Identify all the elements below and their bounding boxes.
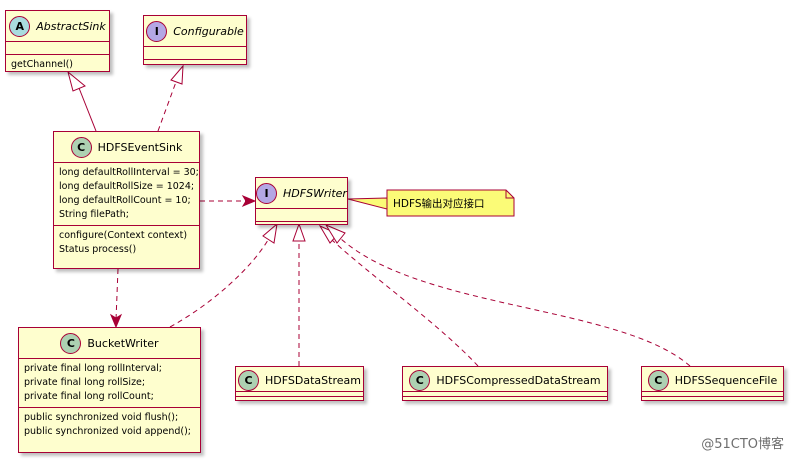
edge-datastream-implements-writer-head bbox=[292, 222, 306, 242]
class-configurable: I Configurable bbox=[143, 15, 247, 65]
class-name: AbstractSink bbox=[36, 19, 106, 33]
edge-eventsink-extends-abstractsink-head bbox=[67, 70, 86, 92]
edge-eventsink-extends-abstractsink bbox=[78, 87, 97, 132]
class-bucket-writer: C BucketWriter private final long rollIn… bbox=[18, 327, 201, 453]
class-name: HDFSEventSink bbox=[97, 140, 183, 154]
class-badge-icon: C bbox=[70, 136, 92, 158]
class-methods bbox=[642, 396, 783, 401]
field: long defaultRollInterval = 30; bbox=[59, 167, 199, 178]
class-methods: public synchronized void flush(); public… bbox=[19, 407, 200, 442]
class-name: BucketWriter bbox=[87, 336, 159, 350]
class-header: C HDFSDataStream bbox=[236, 369, 363, 391]
class-methods: configure(Context context) Status proces… bbox=[54, 225, 199, 260]
class-fields bbox=[144, 46, 246, 59]
field: long defaultRollSize = 1024; bbox=[59, 181, 195, 192]
method: Status process() bbox=[59, 244, 137, 255]
class-name: HDFSSequenceFile bbox=[674, 373, 778, 387]
class-methods bbox=[403, 396, 607, 401]
class-badge-icon: C bbox=[238, 369, 260, 391]
class-header: C HDFSEventSink bbox=[54, 132, 199, 162]
edge-sequencefile-implements-writer bbox=[339, 237, 691, 367]
edge-eventsink-uses-bucketwriter-head bbox=[109, 313, 123, 329]
note-fold bbox=[505, 190, 514, 199]
class-header: C HDFSSequenceFile bbox=[642, 369, 783, 391]
class-name: HDFSCompressedDataStream bbox=[436, 373, 601, 387]
class-hdfs-sequence-file: C HDFSSequenceFile bbox=[641, 366, 784, 401]
class-methods bbox=[236, 396, 363, 401]
class-abstract-sink: A AbstractSink getChannel() bbox=[5, 10, 110, 72]
class-hdfs-compressed-data-stream: C HDFSCompressedDataStream bbox=[402, 366, 608, 401]
edge-sequencefile-implements-writer-head bbox=[324, 223, 346, 244]
class-badge-icon: C bbox=[60, 332, 82, 354]
field: String filePath; bbox=[59, 209, 129, 220]
class-name: HDFSWriter bbox=[283, 186, 347, 200]
edge-eventsink-uses-writer-head bbox=[241, 194, 257, 208]
edge-bucketwriter-implements-writer-head bbox=[262, 222, 278, 244]
class-header: I HDFSWriter bbox=[256, 178, 347, 208]
class-hdfs-event-sink: C HDFSEventSink long defaultRollInterval… bbox=[53, 131, 200, 269]
watermark: @51CTO博客 bbox=[701, 437, 784, 452]
field: long defaultRollCount = 10; bbox=[59, 195, 191, 206]
class-header: C HDFSCompressedDataStream bbox=[403, 369, 607, 391]
class-name: Configurable bbox=[173, 24, 244, 38]
class-fields: long defaultRollInterval = 30; long defa… bbox=[54, 162, 199, 225]
class-methods: getChannel() bbox=[6, 54, 109, 75]
class-header: C BucketWriter bbox=[19, 328, 200, 358]
class-methods bbox=[144, 59, 246, 72]
class-badge-icon: C bbox=[409, 369, 431, 391]
field: private final long rollSize; bbox=[24, 377, 146, 388]
edge-eventsink-uses-bucketwriter bbox=[115, 268, 119, 321]
method: getChannel() bbox=[11, 59, 74, 70]
method: public synchronized void flush(); bbox=[24, 412, 179, 423]
field: private final long rollCount; bbox=[24, 391, 154, 402]
class-fields bbox=[236, 391, 363, 396]
note-shape bbox=[386, 189, 515, 217]
note: HDFS输出对应接口 bbox=[393, 197, 485, 210]
method: public synchronized void append(); bbox=[24, 426, 192, 437]
interface-badge-icon: I bbox=[146, 20, 168, 42]
interface-badge-icon: I bbox=[256, 182, 278, 204]
class-fields bbox=[403, 391, 607, 396]
field: private final long rollInterval; bbox=[24, 363, 162, 374]
edge-eventsink-implements-configurable bbox=[157, 81, 177, 132]
method: configure(Context context) bbox=[59, 230, 188, 241]
class-fields: private final long rollInterval; private… bbox=[19, 358, 200, 407]
class-header: A AbstractSink bbox=[6, 11, 109, 41]
class-badge-icon: C bbox=[647, 369, 669, 391]
abstract-badge-icon: A bbox=[9, 15, 31, 37]
class-name: HDFSDataStream bbox=[265, 373, 361, 387]
class-hdfs-data-stream: C HDFSDataStream bbox=[235, 366, 364, 401]
class-header: I Configurable bbox=[144, 16, 246, 46]
class-methods bbox=[256, 221, 347, 234]
edge-compressed-implements-writer bbox=[331, 239, 479, 367]
note-connector bbox=[347, 197, 388, 210]
class-fields bbox=[256, 208, 347, 221]
class-fields bbox=[642, 391, 783, 396]
edge-eventsink-implements-configurable-head bbox=[170, 64, 184, 85]
class-hdfs-writer: I HDFSWriter bbox=[255, 177, 348, 225]
edge-bucketwriter-implements-writer bbox=[169, 239, 269, 328]
class-fields bbox=[6, 41, 109, 54]
